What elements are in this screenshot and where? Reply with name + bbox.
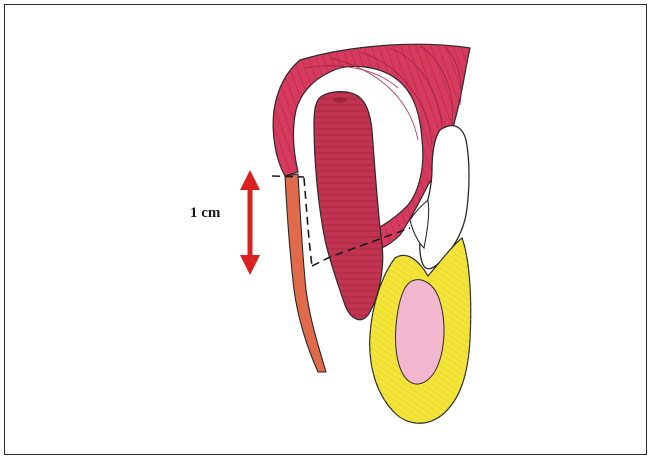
inner-muscle-hatching [314, 92, 383, 320]
incision-line-top [272, 176, 304, 177]
measurement-label: 1 cm [190, 205, 220, 222]
measurement-arrow-head-top [240, 170, 260, 190]
bone-marrow [396, 280, 444, 384]
incision-line-vertical [304, 178, 312, 266]
inner-muscle-top-mark [333, 97, 347, 103]
measurement-arrow [240, 170, 260, 275]
measurement-arrow-head-bottom [240, 255, 260, 275]
